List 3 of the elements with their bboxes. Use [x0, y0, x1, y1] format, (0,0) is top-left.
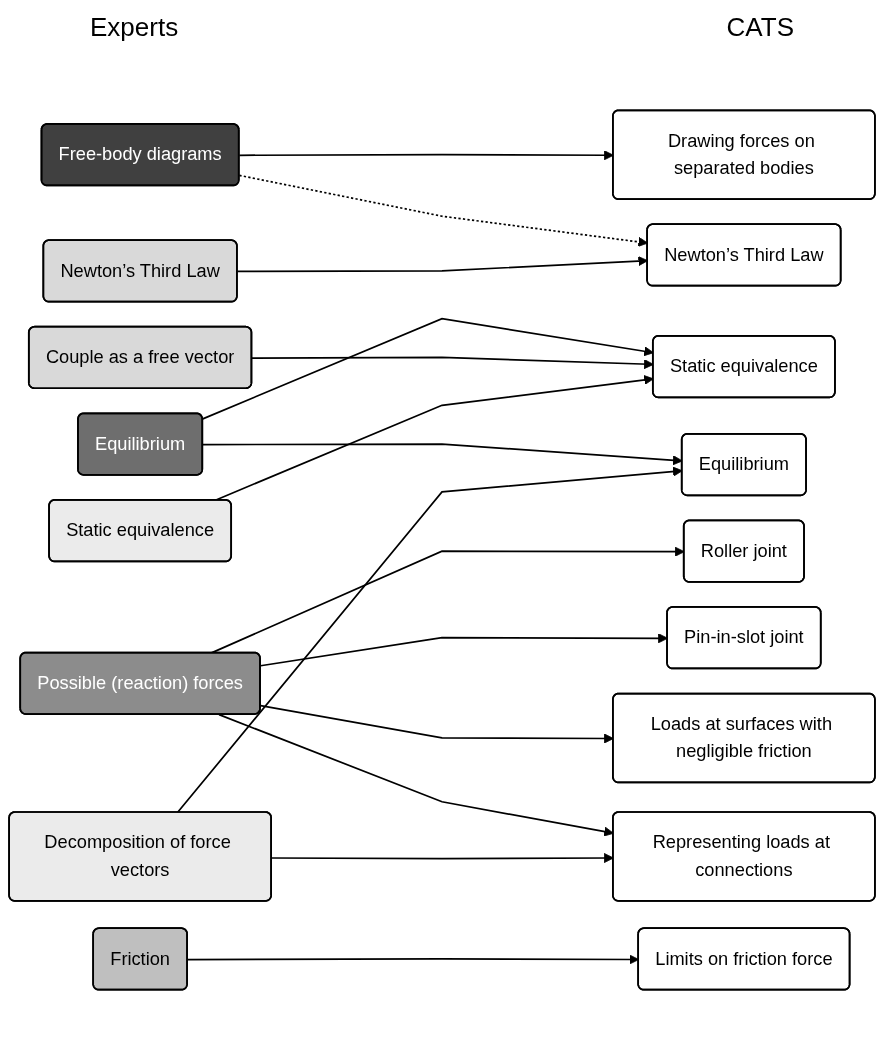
column-heading: CATS [726, 12, 794, 43]
arrow [176, 466, 683, 814]
column-heading: Experts [90, 12, 179, 43]
